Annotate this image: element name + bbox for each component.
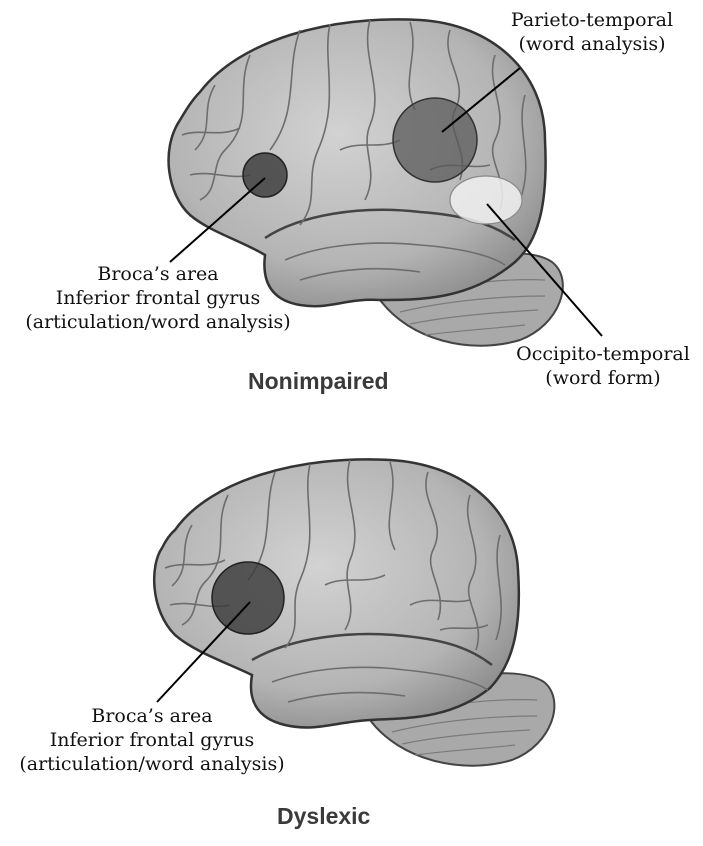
label-line: Broca’s area <box>8 262 308 286</box>
label-line: (articulation/word analysis) <box>2 752 302 776</box>
label-broca-dyslexic: Broca’s area Inferior frontal gyrus (art… <box>2 704 302 776</box>
cerebrum <box>154 459 519 727</box>
label-line: Occipito-temporal <box>505 342 701 366</box>
label-line: Inferior frontal gyrus <box>2 728 302 752</box>
parieto-temporal-region <box>393 98 477 182</box>
caption-dyslexic: Dyslexic <box>277 803 370 830</box>
label-parieto-temporal: Parieto-temporal (word analysis) <box>492 8 692 56</box>
label-line: Broca’s area <box>2 704 302 728</box>
label-line: (word analysis) <box>492 32 692 56</box>
panel-dyslexic: Broca’s area Inferior frontal gyrus (art… <box>0 420 703 846</box>
broca-region <box>212 562 284 634</box>
label-line: Inferior frontal gyrus <box>8 286 308 310</box>
label-line: (word form) <box>505 366 701 390</box>
label-line: (articulation/word analysis) <box>8 310 308 334</box>
panel-nonimpaired: Parieto-temporal (word analysis) Broca’s… <box>0 0 703 420</box>
brain-illustration-dyslexic <box>0 420 703 846</box>
caption-nonimpaired: Nonimpaired <box>248 368 389 395</box>
label-broca-nonimpaired: Broca’s area Inferior frontal gyrus (art… <box>8 262 308 334</box>
label-occipito-temporal: Occipito-temporal (word form) <box>505 342 701 390</box>
label-line: Parieto-temporal <box>492 8 692 32</box>
occipito-temporal-region <box>450 176 522 224</box>
